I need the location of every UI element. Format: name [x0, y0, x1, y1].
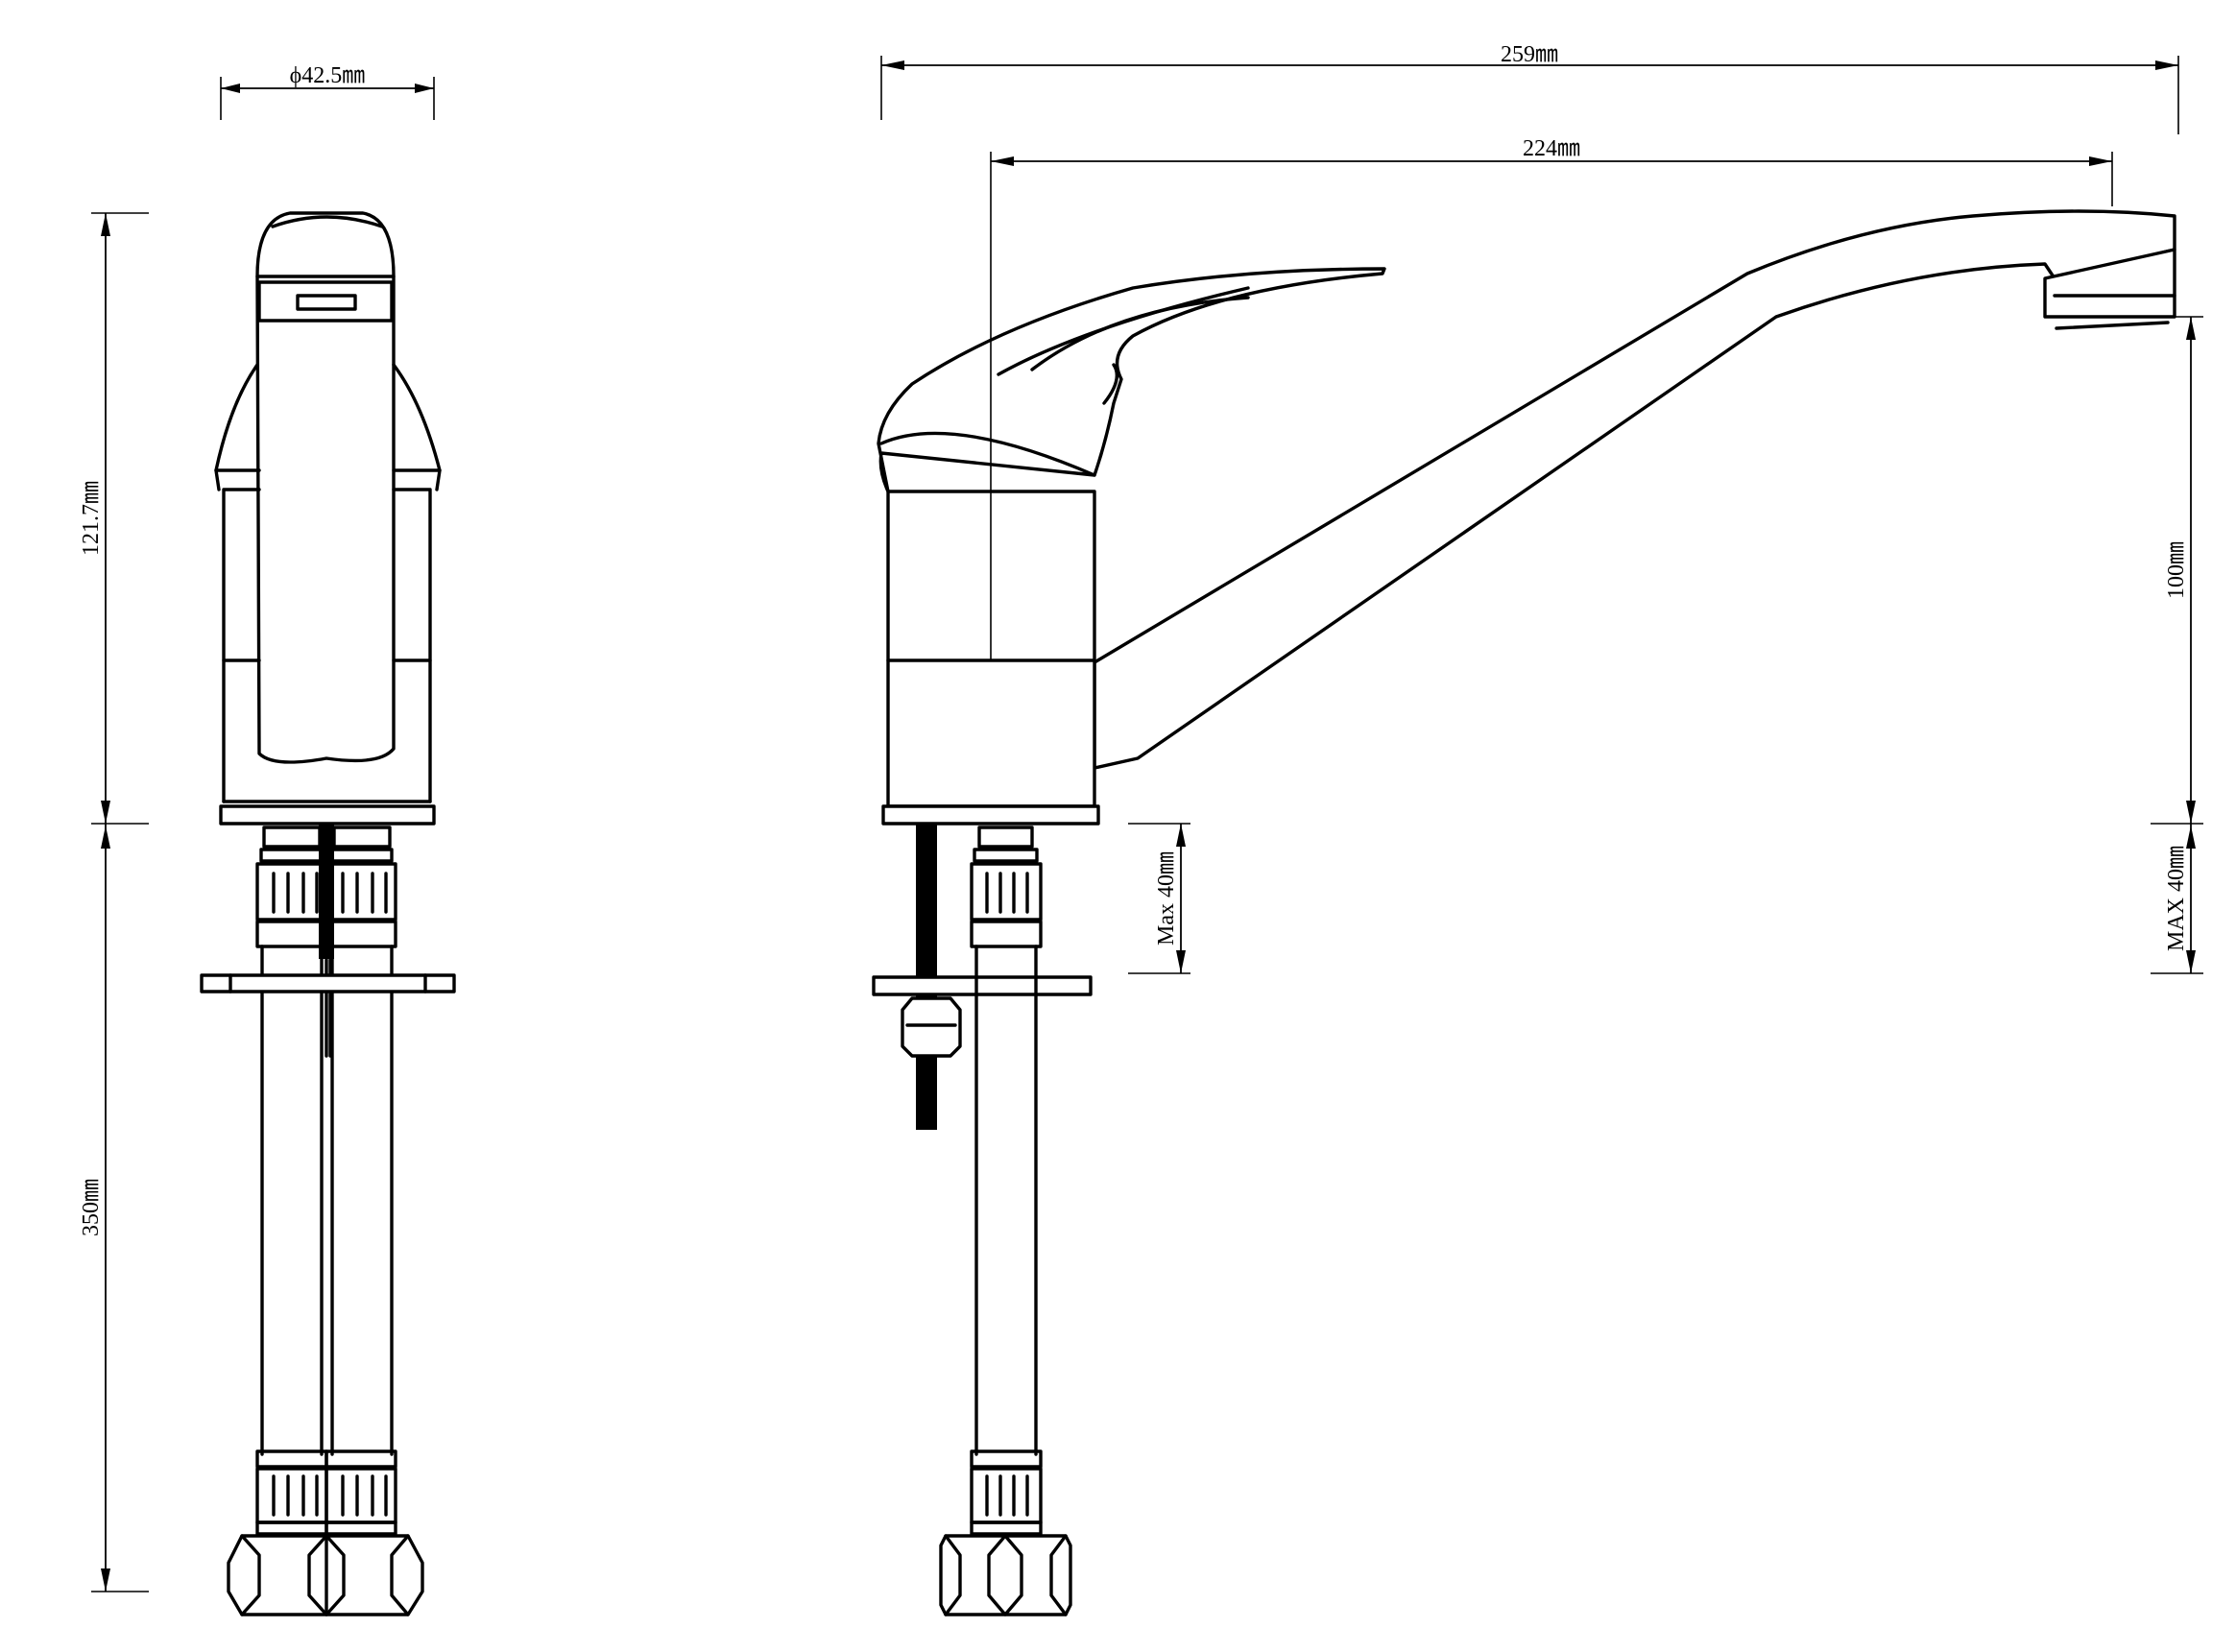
front-hex-nuts: [227, 1534, 424, 1616]
front-body: [222, 488, 432, 803]
front-hose-connectors-top: [255, 826, 397, 948]
side-hex-nut: [939, 1534, 1072, 1616]
front-hoses: [260, 945, 394, 1456]
max-thickness-left-label: Max 40㎜: [1154, 851, 1179, 946]
dimension-labels: ϕ42.5㎜ 259㎜ 224㎜ 121.7㎜ 350㎜ 100㎜ MAX 40…: [79, 42, 2189, 1236]
front-shoulder: [214, 363, 261, 472]
front-mounting-bracket: [200, 973, 456, 994]
rod-nut: [901, 996, 962, 1058]
reach-label: 224㎜: [1523, 136, 1580, 161]
front-base: [219, 804, 436, 826]
body-height-label: 121.7㎜: [79, 481, 104, 556]
side-mounting-plate: [872, 975, 1093, 996]
front-hose-connectors-bottom: [255, 1449, 397, 1536]
side-hose-connector-top: [970, 826, 1043, 948]
side-hose-connector-bottom: [970, 1449, 1043, 1536]
front-lever-cap: [255, 211, 396, 278]
spout-height-label: 100㎜: [2164, 541, 2189, 599]
spout: [1093, 209, 2176, 770]
hose-length-label: 350㎜: [79, 1179, 104, 1236]
side-view: [872, 209, 2176, 1616]
side-base: [881, 804, 1100, 826]
lever: [877, 267, 1386, 493]
overall-length-label: 259㎜: [1501, 42, 1558, 67]
diameter-label: ϕ42.5㎜: [290, 63, 366, 88]
front-lever-face: [255, 275, 396, 764]
front-view: [200, 211, 456, 1616]
dimension-lines: [91, 56, 2203, 1592]
max-thickness-right-label: MAX 40㎜: [2164, 846, 2189, 951]
